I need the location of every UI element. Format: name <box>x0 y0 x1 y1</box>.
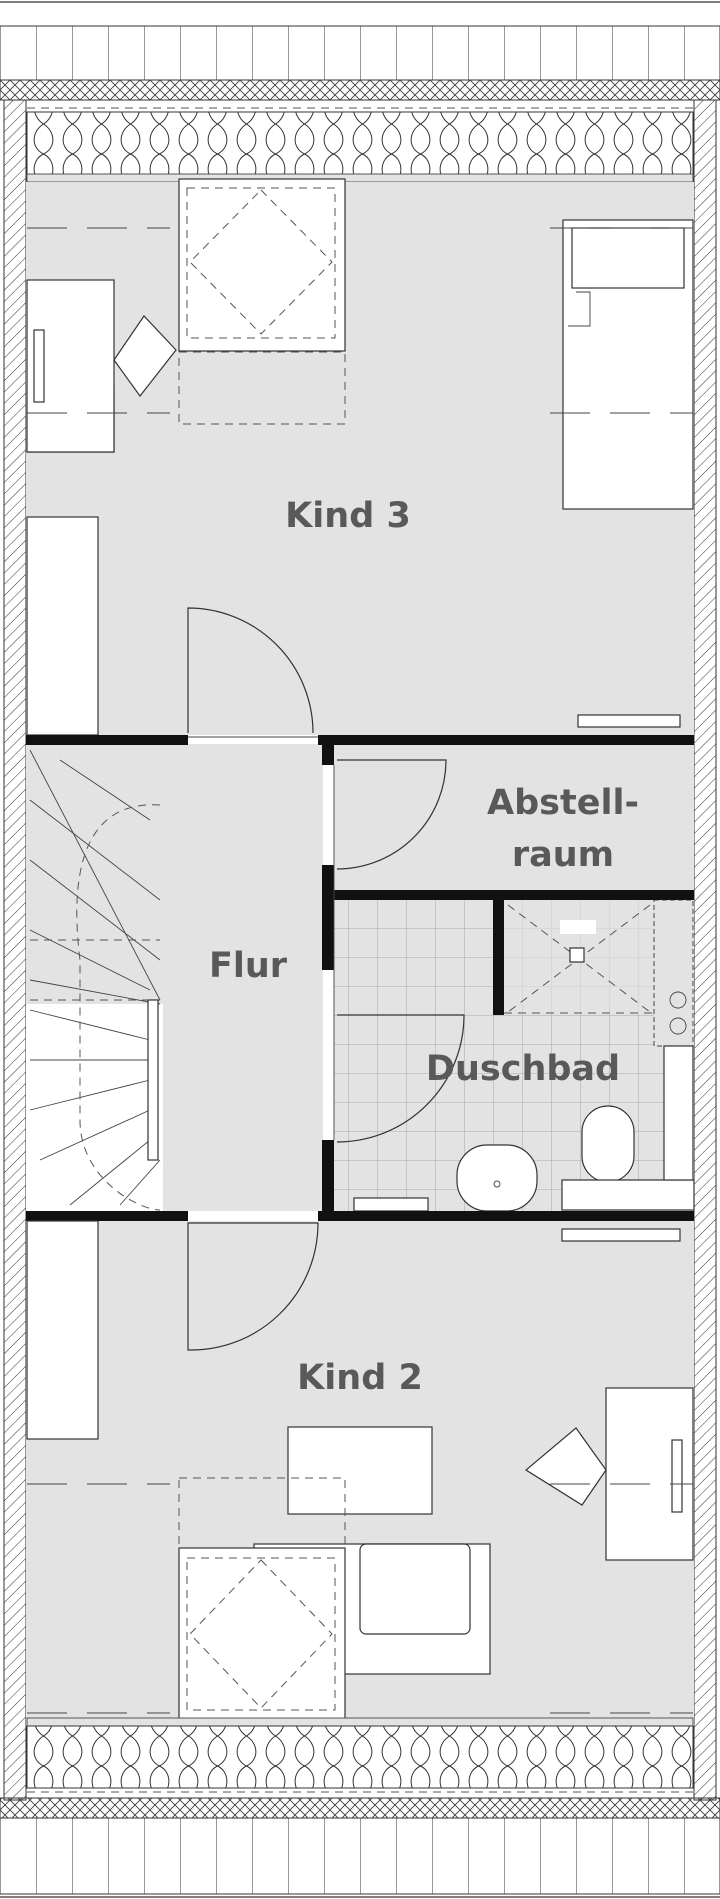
left-wall <box>3 99 27 1801</box>
door-kind2 <box>187 1222 319 1351</box>
room-label-kind3: Kind 3 <box>285 496 411 536</box>
room-label-abstellraum-1: Abstell- <box>487 783 639 823</box>
skylight-bottom <box>178 1547 346 1723</box>
toilet-icon <box>581 1105 635 1183</box>
kind2-furniture <box>26 1220 694 1723</box>
flur-floor <box>163 744 323 1211</box>
shower-drain-icon <box>569 947 585 963</box>
door-abstellraum <box>336 759 447 870</box>
roof-section-bottom <box>0 1717 720 1898</box>
room-label-abstellraum-2: raum <box>512 835 614 875</box>
door-duschbad <box>336 1014 465 1143</box>
room-label-duschbad: Duschbad <box>426 1049 620 1089</box>
duschbad-fixtures <box>353 899 695 1212</box>
radiator-kind2 <box>561 1228 681 1242</box>
abstellraum-floor <box>334 744 694 890</box>
kind3-furniture <box>26 178 694 736</box>
roof-section-top <box>0 1 720 183</box>
wardrobe-kind2 <box>26 1220 99 1440</box>
chair-icon <box>113 315 177 397</box>
right-wall <box>693 99 717 1801</box>
staircase <box>29 749 161 1211</box>
skylight-top <box>178 178 346 352</box>
doors <box>187 607 465 1351</box>
room-label-kind2: Kind 2 <box>297 1358 423 1398</box>
chair-icon-kind2 <box>524 1427 607 1506</box>
door-kind3 <box>187 607 314 734</box>
wardrobe-kind3 <box>26 516 99 736</box>
interior-walls <box>26 735 694 1221</box>
table-kind2 <box>287 1426 433 1515</box>
room-label-flur: Flur <box>209 946 288 986</box>
monitor-icon <box>33 329 45 403</box>
washbasin-icon <box>456 1144 538 1212</box>
radiator-kind3 <box>577 714 681 728</box>
stair-handrail <box>147 999 159 1161</box>
monitor-icon-kind2 <box>671 1439 683 1513</box>
